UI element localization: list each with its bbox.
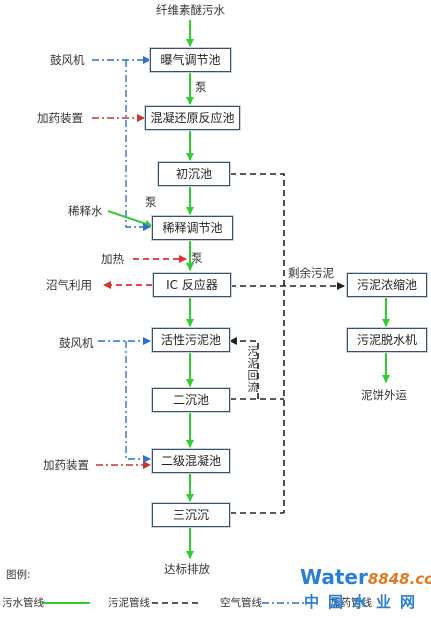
legend-air-label: 空气管线 [220, 597, 262, 609]
air-blower1-to-dilution [125, 60, 151, 231]
air-blower2-to-coag2 [125, 341, 151, 463]
aeration-tank-box: 曝气调节池 [150, 48, 231, 72]
primary-sed-box: 初沉池 [158, 162, 230, 186]
watermark-brand-suffix: .com [409, 570, 431, 588]
sludge-cake-label: 泥饼外运 [361, 388, 407, 402]
pump-3-label: 泵 [191, 251, 203, 265]
secondary-sed-box: 二沉池 [152, 388, 230, 412]
watermark-subtitle: 中国水业网 [304, 593, 425, 611]
legend-sludge-label: 污泥管线 [108, 597, 150, 609]
dosing-1-label: 加药装置 [37, 111, 83, 125]
coag-reduction-box: 混凝还原反应池 [145, 106, 240, 130]
sludge-primary-to-collector [230, 173, 285, 513]
sludge-dewatering-box: 污泥脱水机 [347, 328, 427, 352]
influent-title: 纤维素醚污水 [156, 3, 225, 17]
flow-dilution-water [107, 210, 153, 228]
ic-reactor-box: IC 反应器 [153, 273, 231, 297]
blower-2-label: 鼓风机 [59, 336, 94, 350]
watermark-brand-prefix: Water [300, 565, 368, 589]
tertiary-sed-box: 三沉沉 [152, 503, 230, 527]
dilution-tank-box: 稀释调节池 [152, 216, 233, 240]
activated-sludge-box: 活性污泥池 [152, 328, 230, 352]
biogas-label: 沼气利用 [46, 278, 92, 292]
watermark-brand: Water8848.com [300, 565, 431, 589]
excess-sludge-label: 剩余污泥 [288, 266, 334, 280]
secondary-coag-box: 二级混凝池 [152, 449, 230, 473]
blower-1-label: 鼓风机 [50, 53, 85, 67]
heating-label: 加热 [101, 252, 124, 266]
dosing-2-label: 加药装置 [43, 458, 89, 472]
sludge-return-label: 污泥回流 [247, 345, 259, 394]
watermark-brand-num: 8848 [367, 570, 410, 588]
discharge-label: 达标排放 [164, 562, 210, 576]
legend-dosing-label: 加药管线 [330, 597, 372, 609]
legend-sewage-label: 污水管线 [2, 597, 44, 609]
pump-1-label: 泵 [195, 80, 207, 94]
pump-2-label: 泵 [145, 195, 157, 209]
sludge-thickener-box: 污泥浓缩池 [347, 273, 427, 297]
watermark-logo: Water8848.com 中国水业网 [300, 565, 431, 613]
legend-title: 图例: [6, 569, 31, 581]
dilution-water-label: 稀释水 [68, 204, 103, 218]
